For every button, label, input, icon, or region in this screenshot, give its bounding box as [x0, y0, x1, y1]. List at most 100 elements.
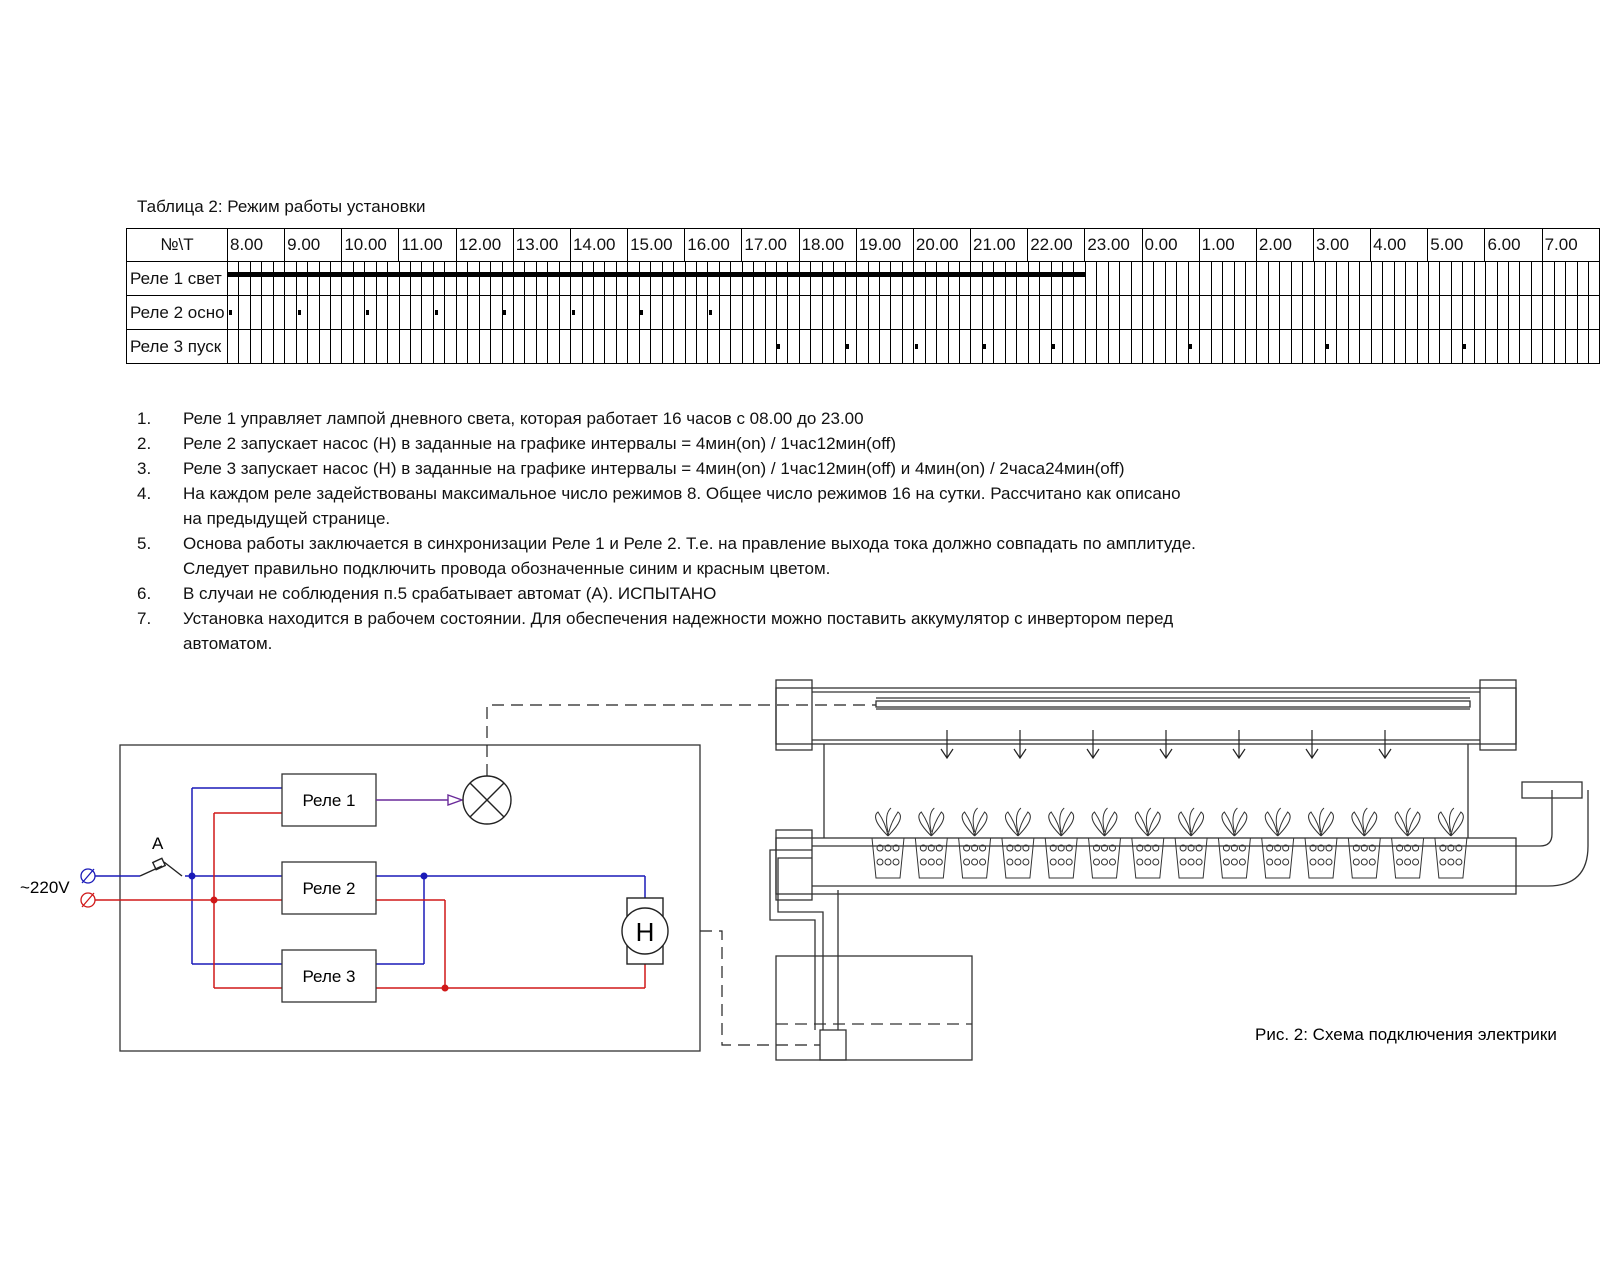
note-item: 5.Основа работы заключается в синхрониза…	[137, 531, 1197, 581]
note-number: 5.	[137, 534, 152, 553]
plant-pot-icon	[1304, 807, 1338, 879]
hour-header: 21.00	[970, 228, 1029, 262]
terminal-blue-icon	[80, 868, 96, 884]
hydro-unit	[769, 679, 1589, 1061]
plant-pot-icon	[1217, 807, 1251, 879]
note-text: Реле 2 запускает насос (Н) в заданные на…	[183, 434, 897, 453]
row-timeline	[227, 295, 1600, 330]
plant-pot-icon	[1131, 807, 1165, 879]
control-box	[119, 744, 701, 1052]
junction-dot	[188, 872, 196, 880]
pump-pulse-mark	[845, 344, 849, 349]
breaker-icon	[139, 857, 183, 877]
row-label: Реле 2 осно	[126, 295, 228, 330]
row-label: Реле 3 пуск	[126, 329, 228, 364]
hour-header: 16.00	[684, 228, 743, 262]
hour-header: 2.00	[1255, 228, 1314, 262]
hour-header: 13.00	[512, 228, 571, 262]
pump-motor-icon	[621, 897, 669, 965]
hour-header: 4.00	[1370, 228, 1429, 262]
note-item: 2. Реле 2 запускает насос (Н) в заданные …	[137, 431, 1197, 456]
plant-pot-icon	[914, 807, 948, 879]
relay-3-box	[281, 949, 377, 1003]
light-arrow-icon	[1086, 730, 1100, 760]
relay-2-box	[281, 861, 377, 915]
pump-pulse-mark	[229, 310, 232, 315]
hour-header: 14.00	[569, 228, 629, 262]
note-number: 4.	[137, 484, 152, 503]
red-wires	[95, 812, 646, 989]
light-arrow-icon	[1305, 730, 1319, 760]
junction-dot	[441, 984, 449, 992]
note-number: 3.	[137, 459, 152, 478]
note-item: 7. Установка находится в рабочем состояни…	[137, 606, 1197, 656]
hour-header: 22.00	[1027, 228, 1086, 262]
hour-header: 17.00	[741, 228, 800, 262]
light-arrow-icon	[1378, 730, 1392, 760]
table-row: Реле 2 осно	[126, 295, 1600, 330]
light-arrows	[940, 730, 1392, 760]
pump-pulse-mark	[297, 310, 301, 315]
relay-2-label: Реле 2	[302, 879, 355, 898]
table-title: Таблица 2: Режим работы установки	[137, 197, 426, 216]
note-item: 6. В случаи не соблюдения п.5 срабатывает…	[137, 581, 1197, 606]
pump-pulse-mark	[777, 344, 781, 349]
notes-list: 1. Реле 1 управляет лампой дневного света…	[137, 406, 1197, 656]
junction-dot	[210, 896, 218, 904]
breaker-label: А	[152, 834, 164, 853]
note-text: Реле 1 управляет лампой дневного света, …	[183, 409, 864, 428]
plant-pots	[871, 807, 1468, 879]
table-corner-label: №\T	[126, 228, 228, 262]
pump-label: Н	[636, 917, 655, 947]
plant-pot-icon	[1391, 807, 1425, 879]
plant-pot-icon	[871, 807, 905, 879]
junction-dot	[420, 872, 428, 880]
pump-pulse-mark	[434, 310, 438, 315]
note-number: 7.	[137, 609, 152, 628]
pump-pulse-mark	[1051, 344, 1055, 349]
relay-1-label: Реле 1	[302, 791, 355, 810]
note-text: В случаи не соблюдения п.5 срабатывает а…	[183, 584, 717, 603]
terminal-red-icon	[80, 892, 96, 908]
table-row: Реле 3 пуск	[126, 329, 1600, 364]
plant-pot-icon	[1044, 807, 1078, 879]
hour-header: 10.00	[341, 228, 400, 262]
plant-pot-icon	[1001, 807, 1035, 879]
plant-pot-icon	[1434, 807, 1468, 879]
hour-header: 1.00	[1198, 228, 1257, 262]
dashed-links	[486, 704, 876, 1046]
note-text: Установка находится в рабочем состоянии.…	[183, 609, 1174, 653]
plant-pot-icon	[958, 807, 992, 879]
note-item: 1. Реле 1 управляет лампой дневного света…	[137, 406, 1197, 431]
pump-pulse-mark	[1188, 344, 1192, 349]
pump-pulse-mark	[640, 310, 644, 315]
note-item: 3. Реле 3 запускает насос (Н) в заданные …	[137, 456, 1197, 481]
note-item: 4.На каждом реле задействованы максималь…	[137, 481, 1197, 531]
light-arrow-icon	[940, 730, 954, 760]
note-text: Реле 3 запускает насос (Н) в заданные на…	[183, 459, 1125, 478]
lamp-wire	[376, 794, 465, 806]
pump-pulse-mark	[366, 310, 370, 315]
lamp-icon	[462, 775, 512, 825]
plant-pot-icon	[1347, 807, 1381, 879]
plant-pot-icon	[1174, 807, 1208, 879]
hour-header: 20.00	[912, 228, 972, 262]
hour-header: 9.00	[284, 228, 343, 262]
plant-pot-icon	[1261, 807, 1295, 879]
pump-pulse-mark	[914, 344, 918, 349]
pump-pulse-mark	[503, 310, 507, 315]
hour-header: 8.00	[226, 228, 286, 262]
note-number: 1.	[137, 409, 152, 428]
hour-header: 23.00	[1084, 228, 1143, 262]
relay-3-label: Реле 3	[302, 967, 355, 986]
note-number: 2.	[137, 434, 152, 453]
light-arrow-icon	[1159, 730, 1173, 760]
row-timeline	[227, 329, 1600, 364]
note-number: 6.	[137, 584, 152, 603]
pump-pulse-mark	[708, 310, 712, 315]
pump-pulse-mark	[1325, 344, 1329, 349]
supply-label: ~220V	[20, 878, 70, 897]
